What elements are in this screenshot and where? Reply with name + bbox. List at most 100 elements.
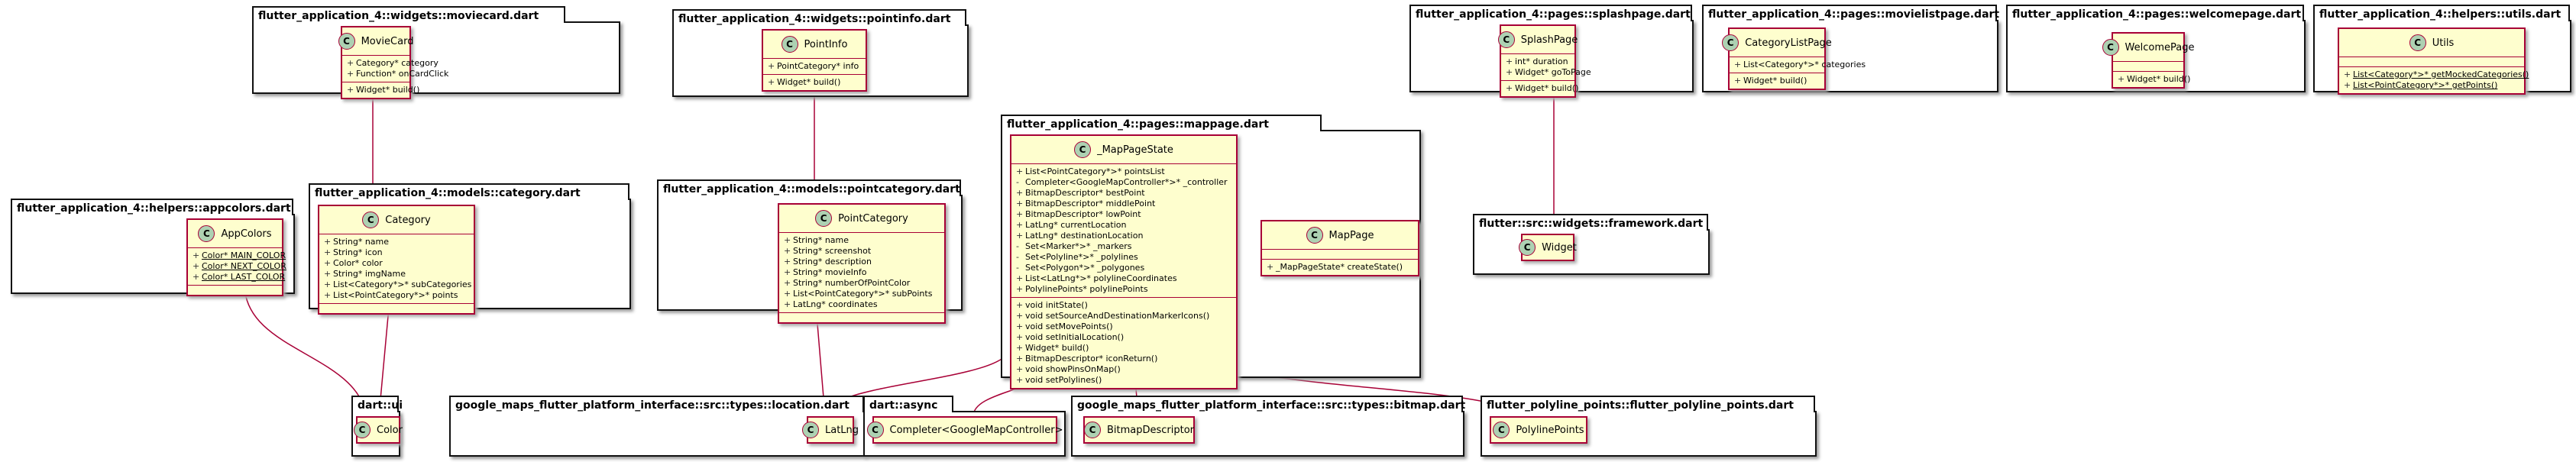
visibility-marker: + xyxy=(1506,83,1513,93)
class-icon: C xyxy=(1722,34,1739,51)
visibility-marker: + xyxy=(324,247,332,257)
class-name: LatLng xyxy=(824,424,859,436)
visibility-marker: + xyxy=(784,299,791,309)
method: +void setPolylines() xyxy=(1016,375,1231,386)
visibility-marker: + xyxy=(1016,375,1024,385)
class-fields: +String* name+String* screenshot+String*… xyxy=(779,233,944,313)
visibility-marker: + xyxy=(1734,60,1742,69)
method: +List<Category*>* getMockedCategories() xyxy=(2344,69,2529,80)
class-fields: +Category* category+Function* onCardClic… xyxy=(342,56,448,82)
field: -Completer<GoogleMapController*>* _contr… xyxy=(1016,177,1231,188)
visibility-marker: + xyxy=(1734,76,1742,86)
member-text: List<PointCategory*>* pointsList xyxy=(1025,166,1165,176)
field: +List<PointCategory*>* subPoints xyxy=(784,289,940,299)
package-title: flutter_application_4::pages::mappage.da… xyxy=(1001,115,1322,131)
visibility-marker: + xyxy=(2344,69,2351,79)
field: +String* numberOfPointColor xyxy=(784,278,940,289)
visibility-marker: + xyxy=(784,235,791,245)
member-text: Widget* build() xyxy=(1025,343,1089,353)
member-text: void setSourceAndDestinationMarkerIcons(… xyxy=(1025,311,1210,321)
field: +List<Category*>* categories xyxy=(1734,60,1866,70)
visibility-marker: + xyxy=(324,237,332,247)
field: +List<PointCategory*>* points xyxy=(324,290,469,301)
method: +Widget* build() xyxy=(347,85,419,95)
visibility-marker: + xyxy=(347,85,354,95)
visibility-marker: + xyxy=(347,58,354,68)
package-title: flutter_application_4::pages::welcomepag… xyxy=(2006,5,2304,21)
package-moviecard: flutter_application_4::widgets::moviecar… xyxy=(252,6,620,94)
visibility-marker: + xyxy=(1016,354,1024,363)
visibility-marker: + xyxy=(1267,262,1274,272)
visibility-marker: + xyxy=(347,69,354,79)
member-text: BitmapDescriptor* bestPoint xyxy=(1025,188,1145,198)
class-icon: C xyxy=(354,422,371,438)
class-name: PointInfo xyxy=(804,38,848,50)
member-text: BitmapDescriptor* middlePoint xyxy=(1025,199,1156,208)
member-text: Function* onCardClick xyxy=(356,69,449,79)
class-methods: +Widget* build() xyxy=(1501,81,1578,96)
class-mappagestate[interactable]: C_MapPageState + List<PointCategory*>* poi… xyxy=(1010,134,1238,389)
member-text: Widget* build() xyxy=(2127,74,2191,84)
member-text: Widget* build() xyxy=(1743,76,1807,86)
field: +String* icon xyxy=(324,247,469,258)
field: -Set<Polyline*>* _polylines xyxy=(1016,252,1231,263)
member-text: String* name xyxy=(793,235,849,245)
method: +BitmapDescriptor* iconReturn() xyxy=(1016,354,1231,364)
member-text: void showPinsOnMap() xyxy=(1025,364,1121,374)
field: +BitmapDescriptor* lowPoint xyxy=(1016,209,1231,220)
class-name: CategoryListPage xyxy=(1745,37,1832,49)
package-title: flutter_application_4::pages::splashpage… xyxy=(1409,5,1692,21)
member-text: Color* MAIN_COLOR xyxy=(202,250,286,260)
member-text: List<PointCategory*>* points xyxy=(333,290,458,300)
package-title: google_maps_flutter_platform_interface::… xyxy=(449,396,864,412)
class-categorylistpage[interactable]: C CategoryListPage +List<Category*>* categ… xyxy=(1722,27,1866,90)
field: +PointCategory* info xyxy=(768,61,861,72)
class-name: Category xyxy=(385,214,431,226)
member-text: PolylinePoints* polylinePoints xyxy=(1025,284,1148,294)
class-fields xyxy=(1262,250,1418,260)
visibility-marker: + xyxy=(2118,74,2125,84)
visibility-marker: + xyxy=(1506,67,1513,77)
class-icon: C xyxy=(866,422,884,438)
class-methods: +Widget* build() xyxy=(763,75,866,90)
member-text: void setMovePoints() xyxy=(1025,321,1113,331)
visibility-marker: + xyxy=(1016,311,1024,321)
visibility-marker: - xyxy=(1016,252,1019,262)
class-header: C_MapPageState xyxy=(1011,136,1236,164)
visibility-marker: + xyxy=(1016,199,1024,208)
visibility-marker: + xyxy=(1016,321,1024,331)
package-title: flutter_application_4::pages::movielistp… xyxy=(1702,5,1999,21)
member-text: Color* color xyxy=(333,258,383,268)
class-icon: C xyxy=(1306,227,1323,244)
class-fields xyxy=(2113,62,2183,72)
class-icon: C xyxy=(2102,39,2119,56)
method: +Widget* build() xyxy=(1506,83,1578,94)
member-text: List<PointCategory*>* subPoints xyxy=(793,289,933,299)
member-text: Set<Marker*>* _markers xyxy=(1025,241,1132,251)
package-title: flutter::src::widgets::framework.dart xyxy=(1473,214,1708,231)
class-methods xyxy=(779,313,944,322)
visibility-marker: + xyxy=(1016,300,1024,310)
member-text: String* numberOfPointColor xyxy=(793,278,911,288)
class-methods: +_MapPageState* createState() xyxy=(1262,260,1418,275)
class-icon: C xyxy=(1493,422,1510,438)
